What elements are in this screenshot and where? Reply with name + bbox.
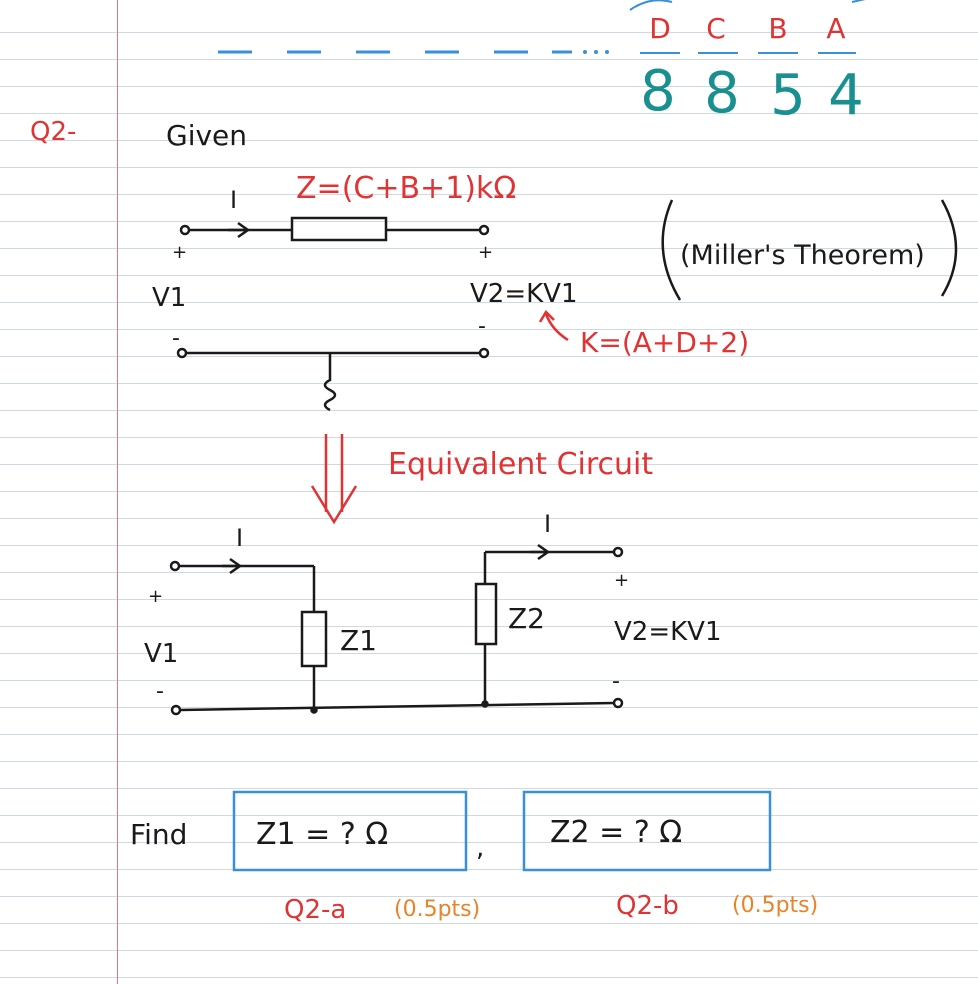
id-digits: D C B A 8 8 5 4 bbox=[218, 0, 866, 128]
v2-plus-sign: + bbox=[478, 242, 493, 263]
answer-box-z1 bbox=[232, 790, 468, 872]
k-pointer-arrow-icon bbox=[538, 309, 569, 342]
note-open-paren bbox=[661, 199, 682, 301]
letter-b: B bbox=[768, 12, 787, 45]
z2-label: Z2 bbox=[508, 602, 545, 635]
digit-b: 5 bbox=[770, 63, 806, 128]
part-b-points: (0.5pts) bbox=[732, 893, 818, 918]
answer-box-z2-text: Z2 = ? Ω bbox=[550, 815, 682, 850]
z1-resistor bbox=[300, 610, 328, 668]
find-separator: , bbox=[476, 833, 484, 863]
v2-equation: V2=KV1 bbox=[470, 279, 578, 309]
find-label: Find bbox=[130, 818, 187, 851]
part-a-label: Q2-a bbox=[284, 895, 346, 925]
answer-box-z1-text: Z1 = ? Ω bbox=[256, 817, 388, 852]
digit-c: 8 bbox=[704, 61, 740, 126]
equivalent-arrow-icon bbox=[310, 434, 358, 525]
v1-plus-sign: + bbox=[172, 242, 187, 263]
equivalent-circuit bbox=[169, 543, 624, 716]
v2-minus-sign: - bbox=[478, 314, 486, 339]
current-label-output: I bbox=[544, 510, 551, 538]
part-a-points: (0.5pts) bbox=[394, 897, 480, 922]
eq-v2-minus-sign: - bbox=[612, 669, 620, 694]
question-label: Q2- bbox=[30, 117, 76, 147]
ground-icon bbox=[323, 353, 337, 412]
v1-label: V1 bbox=[152, 283, 186, 313]
digit-a: 4 bbox=[828, 63, 864, 128]
letter-d: D bbox=[649, 12, 671, 45]
eq-v1-plus-sign: + bbox=[148, 586, 163, 607]
impedance-z-resistor bbox=[290, 216, 388, 242]
letter-c: C bbox=[706, 12, 726, 45]
current-label-input: I bbox=[236, 524, 243, 552]
eq-v2-plus-sign: + bbox=[614, 570, 629, 591]
given-label: Given bbox=[166, 119, 247, 152]
note-close-paren bbox=[940, 199, 958, 297]
v1-minus-sign: - bbox=[172, 326, 180, 351]
notebook-margin-line bbox=[117, 0, 118, 984]
impedance-equation: Z=(C+B+1)kΩ bbox=[296, 171, 516, 206]
current-label-given: I bbox=[230, 186, 237, 214]
letter-a: A bbox=[826, 12, 845, 45]
k-equation: K=(A+D+2) bbox=[580, 326, 749, 359]
part-b-label: Q2-b bbox=[616, 891, 679, 921]
z1-label: Z1 bbox=[340, 624, 377, 657]
millers-theorem-note: (Miller's Theorem) bbox=[680, 240, 925, 271]
given-circuit bbox=[176, 216, 490, 412]
current-arrow-icon bbox=[228, 221, 251, 239]
z2-resistor bbox=[474, 582, 498, 646]
digit-d: 8 bbox=[640, 59, 676, 124]
eq-v2-equation: V2=KV1 bbox=[614, 617, 722, 647]
eq-v1-minus-sign: - bbox=[156, 679, 164, 704]
eq-v1-label: V1 bbox=[144, 639, 178, 669]
equivalent-circuit-label: Equivalent Circuit bbox=[388, 447, 653, 482]
answer-box-z2 bbox=[522, 790, 772, 872]
